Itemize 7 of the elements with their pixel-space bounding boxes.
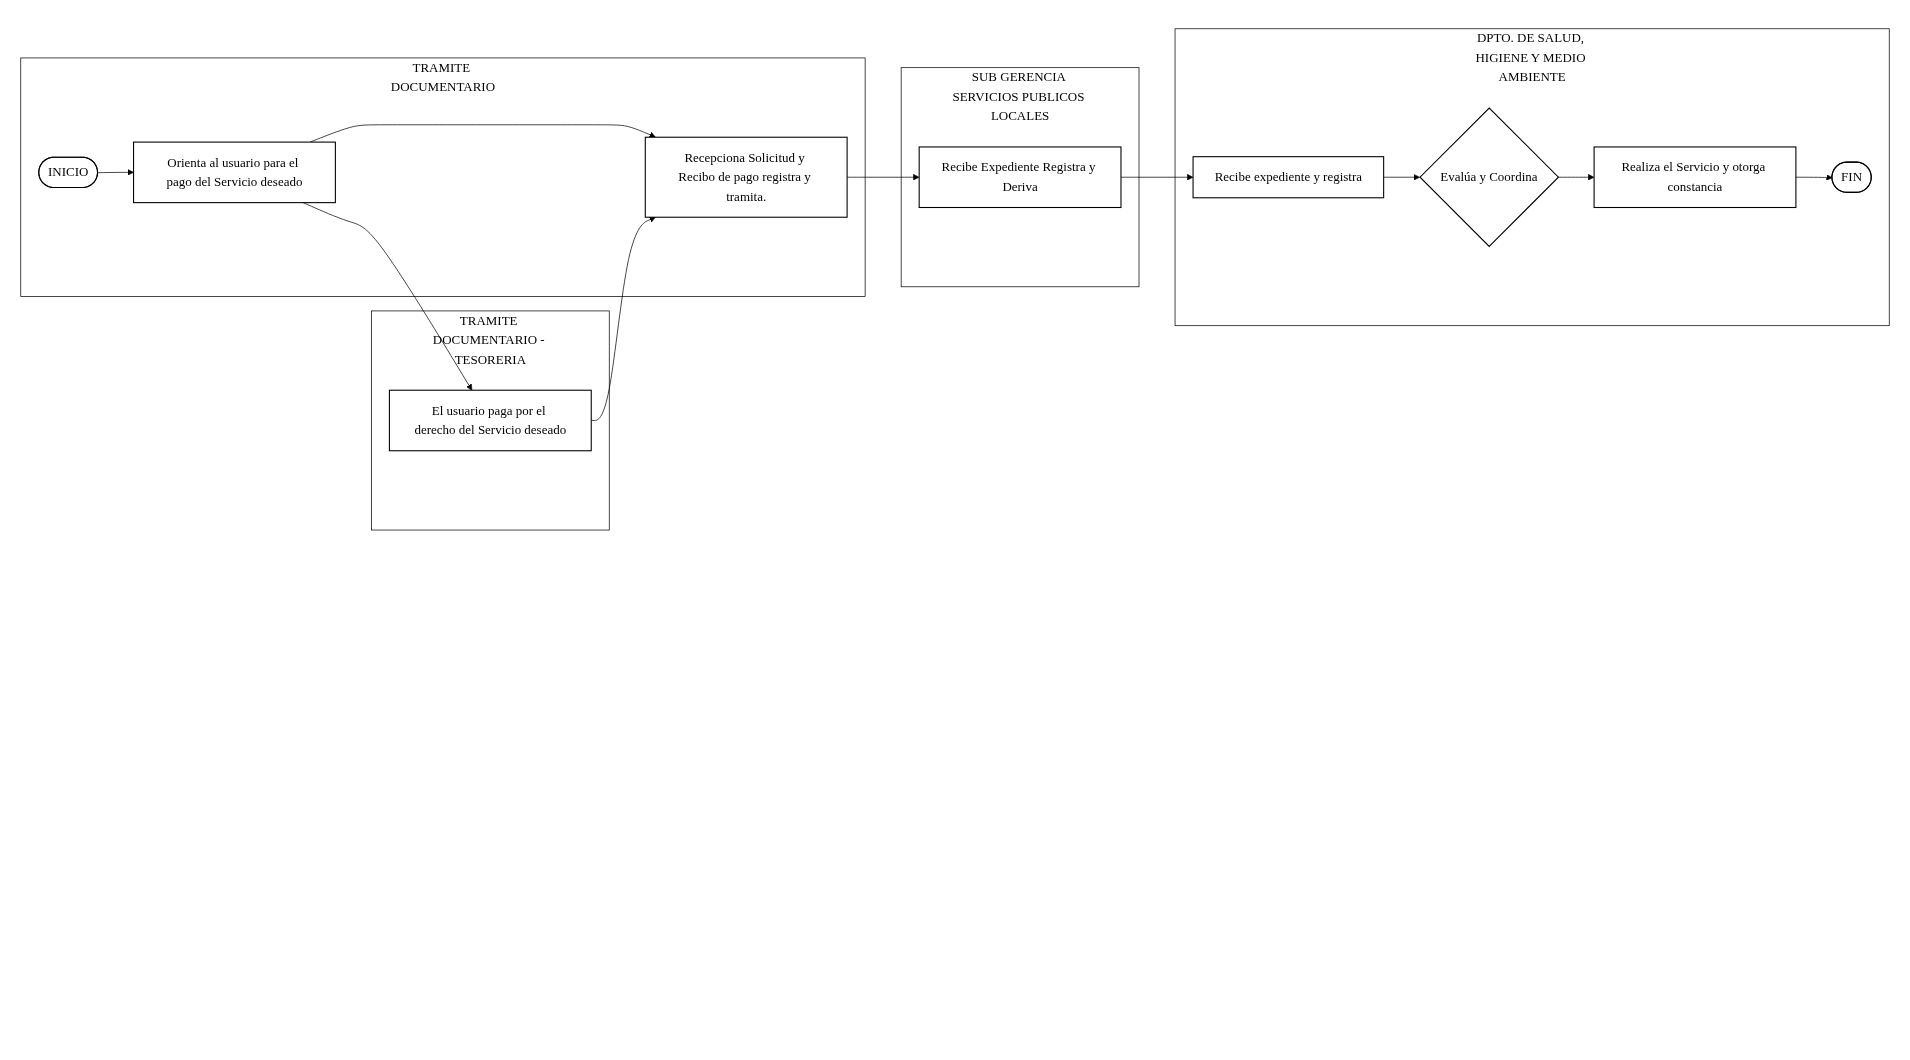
node-box: Recepciona Solicitud y Recibo de pago registra y tramita.: [644, 136, 848, 218]
node-box: Recibe expediente y registra: [1192, 155, 1385, 199]
node-box: Orienta al usuario para el pago del Servicio deseado: [133, 141, 336, 203]
node-box: Recibe Expediente Registra y Deriva: [918, 146, 1122, 208]
node-box: El usuario paga por el derecho del Servicio deseado: [388, 389, 592, 452]
node-box: Realiza el Servicio y otorga constancia: [1593, 146, 1797, 208]
node-diamond: Evalúa y Coordina: [1419, 107, 1560, 247]
